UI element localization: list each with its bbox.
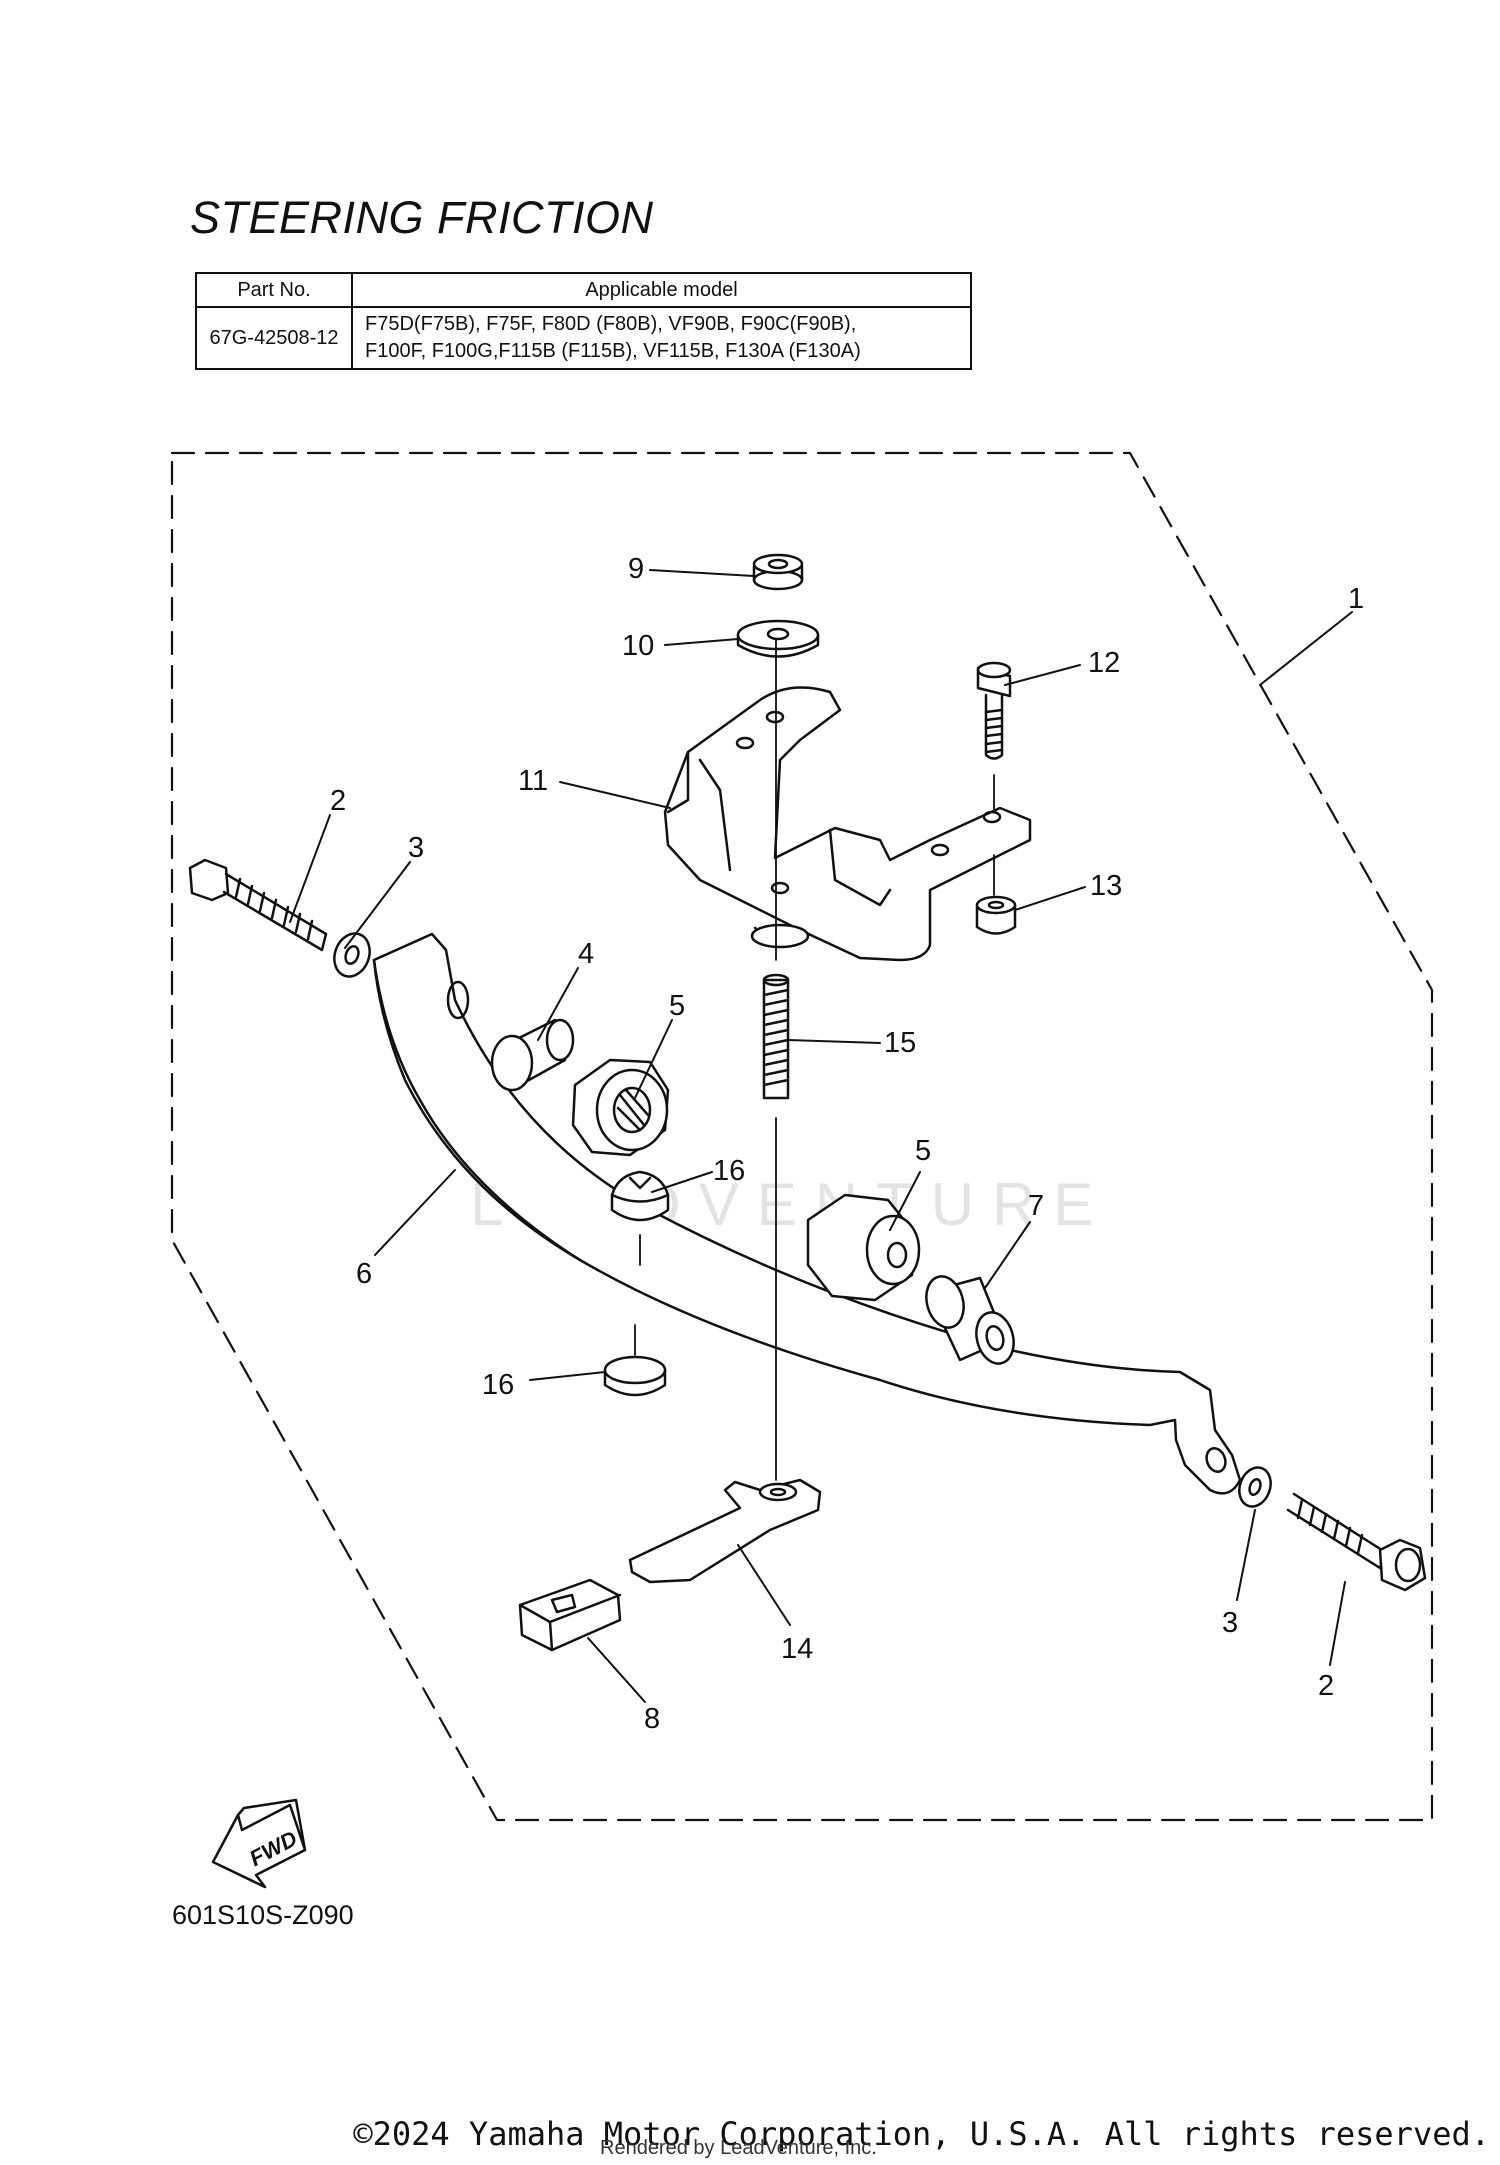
- table-header-row: Part No. Applicable model: [195, 272, 972, 308]
- axis-lines: [634, 639, 995, 1481]
- part-16-cap-upper[interactable]: [610, 1170, 670, 1222]
- part-10-washer[interactable]: [736, 619, 820, 658]
- part-3-washer-right[interactable]: [1234, 1463, 1276, 1511]
- table-row: 67G-42508-12 F75D(F75B), F75F, F80D (F80…: [195, 306, 972, 370]
- callout-4: 4: [578, 938, 594, 970]
- part-2-bolt-left[interactable]: [188, 858, 328, 952]
- callout-8: 8: [644, 1703, 660, 1735]
- part-3-washer-left[interactable]: [329, 929, 376, 982]
- callout-6: 6: [356, 1258, 372, 1290]
- rendered-by-note: Rendered by LeadVenture, Inc.: [600, 2137, 877, 2159]
- models-line-1: F75D(F75B), F75F, F80D (F80B), VF90B, F9…: [365, 313, 857, 335]
- callout-16-upper: 16: [713, 1155, 745, 1187]
- callout-2-left: 2: [330, 785, 346, 817]
- callout-11: 11: [518, 765, 548, 797]
- callout-3-right: 3: [1222, 1607, 1238, 1639]
- header-applicable-model: Applicable model: [351, 272, 972, 308]
- callout-16-lower: 16: [482, 1369, 514, 1401]
- leader-lines: [289, 569, 1353, 1703]
- part-2-bolt-right[interactable]: [1286, 1492, 1427, 1592]
- callout-3-left: 3: [408, 832, 424, 864]
- part-9-nut[interactable]: [752, 553, 804, 591]
- callout-9: 9: [628, 553, 644, 585]
- part-5-nut-lower[interactable]: [806, 1193, 921, 1302]
- part-15-stud[interactable]: [762, 973, 790, 1100]
- callout-10: 10: [622, 630, 654, 662]
- cell-applicable-model: F75D(F75B), F75F, F80D (F80B), VF90B, F9…: [351, 306, 972, 370]
- cell-part-no: 67G-42508-12: [195, 306, 353, 370]
- part-5-nut-upper[interactable]: [571, 1058, 670, 1157]
- callout-1: 1: [1348, 583, 1364, 615]
- callout-13: 13: [1090, 870, 1122, 902]
- callout-7: 7: [1028, 1190, 1044, 1222]
- diagram-code: 601S10S-Z090: [172, 1900, 354, 1930]
- callout-15: 15: [884, 1027, 916, 1059]
- assembly-boundary: [170, 451, 1434, 1822]
- callout-5-upper: 5: [669, 990, 685, 1022]
- part-8-block[interactable]: [518, 1578, 622, 1652]
- applicability-table: Part No. Applicable model 67G-42508-12 F…: [195, 272, 972, 370]
- callout-14: 14: [781, 1633, 813, 1665]
- copyright-notice: ©2024 Yamaha Motor Corporation, U.S.A. A…: [353, 2115, 1490, 2153]
- part-13-nut[interactable]: [975, 895, 1017, 935]
- callout-5-lower: 5: [915, 1135, 931, 1167]
- part-16-cap-lower[interactable]: [603, 1355, 667, 1397]
- part-11-bracket[interactable]: [663, 686, 1032, 962]
- callout-12: 12: [1088, 647, 1120, 679]
- fwd-arrow-icon: FWD: [211, 1798, 307, 1889]
- part-12-bolt[interactable]: [976, 661, 1012, 760]
- part-14-plate[interactable]: [628, 1478, 822, 1584]
- part-6-link-arm[interactable]: [372, 932, 1242, 1495]
- models-line-2: F100F, F100G,F115B (F115B), VF115B, F130…: [365, 340, 861, 362]
- diagram-title: STEERING FRICTION: [190, 192, 654, 243]
- callout-2-right: 2: [1318, 1670, 1334, 1702]
- header-part-no: Part No.: [195, 272, 353, 308]
- part-4-collar[interactable]: [490, 1018, 575, 1092]
- part-7-collar[interactable]: [921, 1272, 1019, 1368]
